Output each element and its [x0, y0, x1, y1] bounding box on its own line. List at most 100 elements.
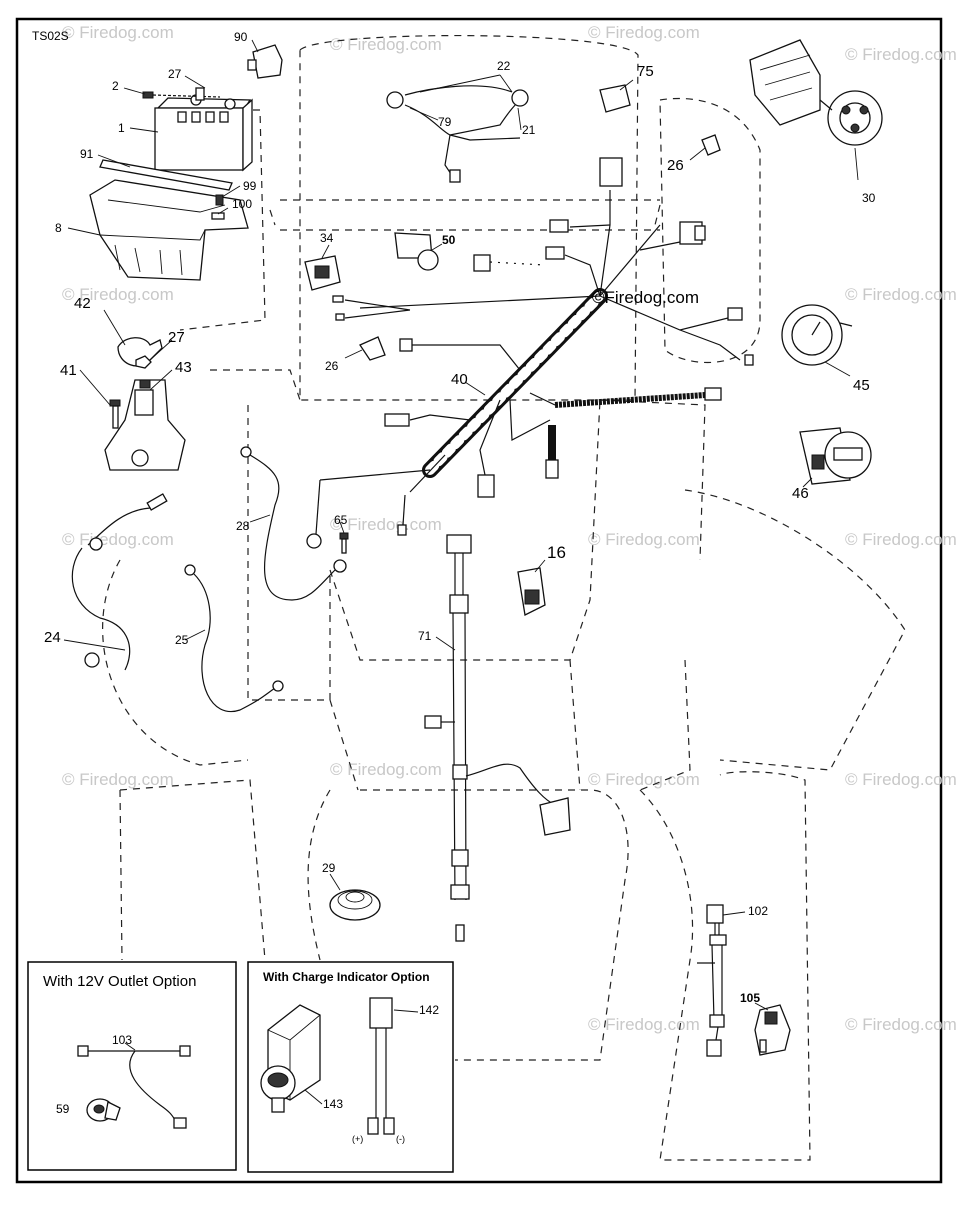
svg-text:© Firedog.com: © Firedog.com	[62, 285, 174, 304]
connector-block	[679, 221, 706, 245]
svg-text:16: 16	[547, 543, 566, 562]
svg-text:25: 25	[175, 633, 189, 647]
switch-34	[304, 255, 341, 291]
meter-46	[799, 427, 872, 485]
leader-lines	[63, 39, 859, 1011]
cable-25	[184, 564, 284, 713]
battery	[154, 94, 253, 172]
svg-text:40: 40	[451, 371, 468, 388]
cable-28	[240, 446, 347, 601]
svg-text:142: 142	[419, 1003, 439, 1017]
starter-solenoid	[104, 379, 186, 471]
svg-text:© Firedog.com: © Firedog.com	[845, 45, 956, 64]
part-labels: 1 2 27 91 8 99 100 90 22 79 21 75 26 30 …	[44, 30, 876, 1005]
switch-16	[517, 567, 546, 616]
svg-text:26: 26	[667, 157, 684, 174]
svg-text:100: 100	[232, 197, 252, 211]
main-harness	[319, 157, 754, 536]
negative-label: (-)	[396, 1134, 405, 1144]
svg-text:1: 1	[118, 121, 125, 135]
svg-text:143: 143	[323, 1097, 343, 1111]
option-box-12v-outlet: With 12V Outlet Option 103 59	[27, 961, 237, 1171]
outlet-harness	[77, 1042, 191, 1129]
svg-text:45: 45	[853, 377, 870, 394]
svg-text:28: 28	[236, 519, 250, 533]
svg-text:© Firedog.com: © Firedog.com	[845, 1015, 956, 1034]
headlight-harness	[386, 85, 529, 183]
svg-text:© Firedog.com: © Firedog.com	[845, 285, 956, 304]
svg-text:30: 30	[862, 191, 876, 205]
pigtail-34	[332, 295, 411, 321]
svg-text:© Firedog.com: © Firedog.com	[62, 530, 174, 549]
svg-text:24: 24	[44, 629, 61, 646]
hour-gauge	[781, 304, 853, 366]
watermark-layer: © Firedog.com © Firedog.com © Firedog.co…	[62, 23, 956, 1034]
fuse-26-left	[359, 336, 386, 361]
svg-text:102: 102	[748, 904, 768, 918]
plug-50	[394, 232, 439, 271]
fuse-26-right	[701, 134, 721, 156]
svg-text:90: 90	[234, 30, 248, 44]
svg-text:© Firedog.com: © Firedog.com	[588, 530, 700, 549]
svg-text:29: 29	[322, 861, 336, 875]
svg-text:© Firedog.com: © Firedog.com	[845, 770, 956, 789]
tractor-ghost-outline	[102, 34, 906, 1161]
svg-text:© Firedog.com: © Firedog.com	[330, 35, 442, 54]
svg-text:79: 79	[438, 115, 452, 129]
svg-text:91: 91	[80, 147, 94, 161]
svg-text:21: 21	[522, 123, 536, 137]
battery-bolt	[142, 87, 221, 101]
svg-text:© Firedog.com: © Firedog.com	[62, 23, 174, 42]
svg-text:22: 22	[497, 59, 511, 73]
harness-71	[424, 534, 571, 942]
svg-text:© Firedog.com: © Firedog.com	[330, 760, 442, 779]
svg-text:43: 43	[175, 359, 192, 376]
diagram-code: TS02S	[32, 29, 69, 43]
tray-bolt	[211, 194, 225, 220]
battery-strap	[99, 159, 233, 191]
svg-text:8: 8	[55, 221, 62, 235]
svg-text:65: 65	[334, 513, 348, 527]
horn-29	[329, 889, 381, 921]
page-border	[15, 17, 943, 1184]
svg-text:© Firedog.com: © Firedog.com	[588, 770, 700, 789]
svg-text:105: 105	[740, 991, 760, 1005]
ground-screw	[306, 479, 349, 554]
ignition-switch	[749, 39, 883, 146]
svg-text:© Firedog.com: © Firedog.com	[62, 770, 174, 789]
svg-text:42: 42	[74, 295, 91, 312]
charge-indicator	[260, 1004, 321, 1113]
switch-105	[754, 1004, 791, 1056]
svg-text:75: 75	[637, 63, 654, 80]
option-box-charge-indicator: With Charge Indicator Option 142 143 (+)…	[247, 961, 454, 1173]
svg-text:27: 27	[168, 329, 185, 346]
battery-tray	[89, 179, 249, 281]
relay-90	[247, 44, 283, 79]
svg-text:103: 103	[112, 1033, 132, 1047]
svg-text:© Firedog.com: © Firedog.com	[845, 530, 956, 549]
svg-text:59: 59	[56, 1102, 70, 1116]
svg-text:26: 26	[325, 359, 339, 373]
svg-text:50: 50	[442, 233, 456, 247]
svg-text:© Firedog.com: © Firedog.com	[588, 1015, 700, 1034]
outlet-socket	[86, 1098, 121, 1122]
nut-27	[135, 355, 152, 369]
center-watermark: ©Firedog.com	[592, 288, 699, 307]
charge-option-title: With Charge Indicator Option	[263, 970, 430, 984]
charge-harness	[367, 997, 395, 1135]
svg-text:2: 2	[112, 79, 119, 93]
svg-text:46: 46	[792, 485, 809, 502]
cable-24	[71, 493, 168, 671]
svg-text:© Firedog.com: © Firedog.com	[330, 515, 442, 534]
svg-text:34: 34	[320, 231, 334, 245]
bolt-41	[109, 399, 121, 429]
svg-text:27: 27	[168, 67, 182, 81]
svg-text:41: 41	[60, 362, 77, 379]
svg-text:71: 71	[418, 629, 432, 643]
outlet-option-title: With 12V Outlet Option	[43, 973, 196, 990]
harness-102	[697, 904, 727, 1057]
switch-75	[599, 84, 631, 113]
positive-label: (+)	[352, 1134, 363, 1144]
